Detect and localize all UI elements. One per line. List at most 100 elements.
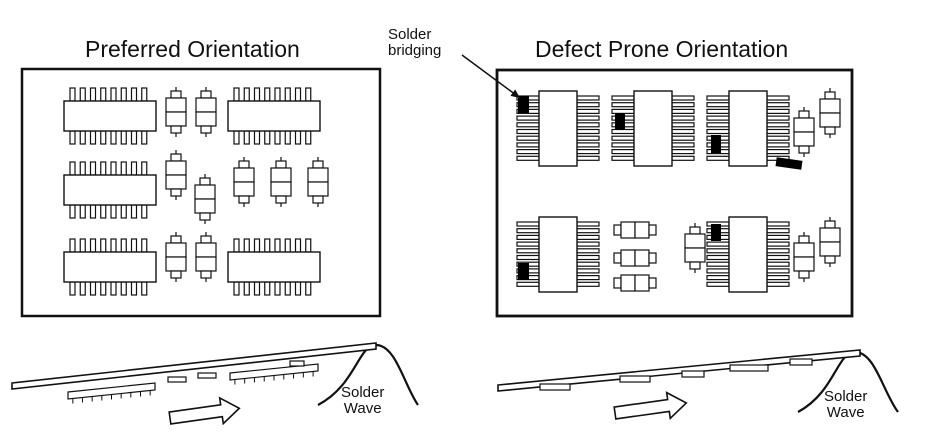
ic-lead (233, 87, 240, 102)
chip-component-vertical (165, 150, 187, 200)
ic-lead (516, 234, 540, 240)
ic-body (633, 90, 673, 167)
ic-lead (706, 108, 730, 115)
chip-component-vertical (793, 107, 815, 157)
ic-lead (576, 254, 600, 261)
ic-lead (233, 281, 240, 296)
chip-pad (824, 126, 836, 135)
chip-component-vertical (793, 232, 815, 282)
ic-lead (671, 149, 695, 155)
ic-lead (766, 149, 790, 155)
chip-pad (275, 195, 287, 204)
ic-lead (141, 161, 148, 176)
chip-component-vertical (819, 217, 841, 267)
ic-lead (130, 281, 138, 296)
chip-body (194, 184, 216, 200)
chip-pad (199, 177, 211, 186)
ic-lead (576, 128, 600, 135)
solder-bridge (615, 113, 625, 130)
ic-body (728, 216, 768, 293)
arrow-right-icon (168, 396, 241, 426)
ic-lead (120, 238, 127, 253)
ic-lead (611, 102, 635, 108)
dip-ic-horizontal (63, 238, 157, 296)
chip-pad (312, 195, 324, 204)
ic-lead (671, 135, 695, 141)
chip-body (819, 241, 841, 257)
board-side-left (11, 342, 377, 390)
solder-bridging-label-line2: bridging (388, 42, 442, 59)
dip-ic-vertical (611, 90, 695, 167)
ic-lead (706, 281, 730, 287)
ic-lead (706, 268, 730, 274)
ic-lead (284, 281, 291, 296)
ic-lead (766, 115, 790, 121)
ic-lead (766, 254, 790, 261)
ic-lead (766, 95, 790, 101)
ic-lead (284, 87, 291, 102)
ic-lead (305, 87, 312, 102)
ic-lead (576, 248, 600, 254)
ic-lead (516, 254, 540, 261)
ic-lead (100, 204, 107, 219)
chip-component-vertical (307, 157, 329, 207)
chip-body (819, 227, 841, 243)
chip-body (165, 97, 187, 113)
chip-body (819, 98, 841, 114)
chip-pad (170, 235, 182, 244)
ic-lead (110, 130, 117, 145)
chip-body (634, 221, 650, 239)
chip-pad (200, 235, 212, 244)
chip-pad (170, 90, 182, 99)
defect-prone-board (461, 54, 854, 318)
ic-body (63, 251, 157, 283)
ic-lead (766, 234, 790, 240)
dip-ic-vertical (516, 90, 600, 167)
defect-prone-orientation-title: Defect Prone Orientation (535, 36, 789, 62)
ic-lead (294, 281, 302, 296)
ic-lead (264, 87, 271, 102)
ic-lead (766, 142, 790, 148)
ic-lead (766, 268, 790, 274)
ic-lead (264, 281, 271, 296)
ic-lead (766, 248, 790, 254)
ic-lead (576, 135, 600, 141)
ic-lead (69, 204, 76, 219)
chip-body (195, 256, 217, 272)
ic-lead (233, 238, 240, 253)
chip-body (620, 274, 636, 292)
ic-lead (284, 130, 291, 145)
chip-body (233, 167, 255, 183)
ic-lead (516, 135, 540, 141)
chip-pad (613, 277, 622, 289)
chip-component-horizontal (613, 274, 657, 292)
ic-body (227, 100, 321, 132)
chip-pad (200, 125, 212, 134)
chip-pad (798, 110, 810, 119)
ic-lead (706, 128, 730, 135)
chip-pad (798, 235, 810, 244)
chip-pad (275, 160, 287, 169)
ic-lead (110, 281, 117, 296)
ic-lead (110, 87, 117, 102)
chip-pad (824, 220, 836, 229)
solder-bridge (711, 224, 721, 241)
ic-lead (706, 115, 730, 121)
side-ic-body (229, 363, 319, 381)
chip-pad (238, 160, 250, 169)
ic-lead (110, 161, 117, 176)
ic-lead (766, 102, 790, 108)
chip-component-vertical (819, 88, 841, 138)
chip-body (165, 160, 187, 176)
ic-lead (706, 102, 730, 108)
chip-body (195, 242, 217, 258)
chip-body (233, 181, 255, 197)
ic-lead (611, 128, 635, 135)
ic-body (227, 251, 321, 283)
side-ic-body (67, 382, 156, 400)
ic-lead (130, 161, 138, 176)
side-component (789, 358, 813, 366)
ic-lead (243, 281, 250, 296)
ic-lead (110, 238, 117, 253)
